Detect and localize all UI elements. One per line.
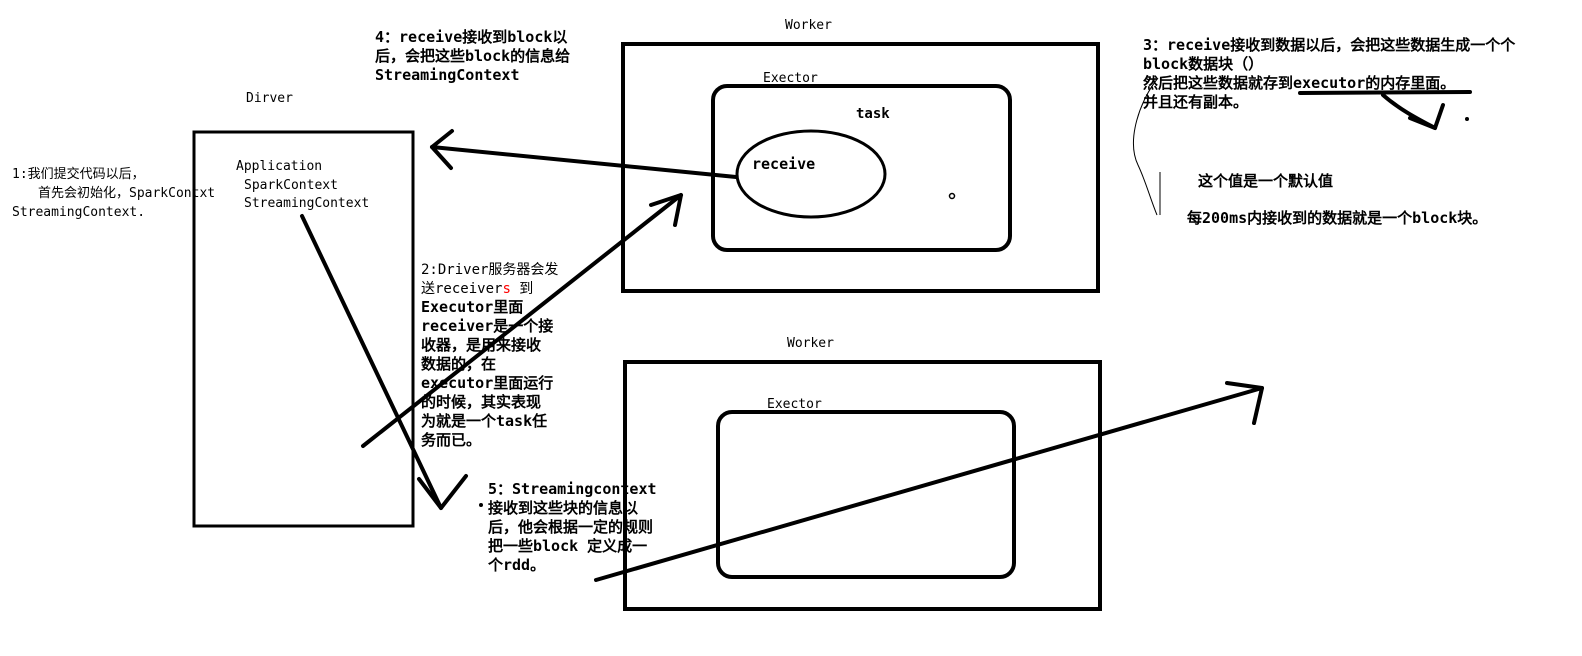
- arrow-to-right: [594, 381, 1264, 582]
- note-5-bullet: [479, 503, 483, 507]
- note-2-line: 为就是一个task任: [421, 412, 547, 430]
- note-5-line: 接收到这些块的信息以: [488, 499, 638, 517]
- note-default-line: 每200ms内接收到的数据就是一个block块。: [1187, 209, 1487, 227]
- note-3-line: block数据块（）: [1143, 55, 1263, 73]
- note-2-line: Executor里面: [421, 298, 523, 316]
- note-default-line: 这个值是一个默认值: [1198, 172, 1333, 190]
- note-2-line2-pre: 送receiver: [421, 281, 502, 297]
- arrowhead: [430, 129, 454, 170]
- note-5-line: 5：Streamingcontext: [488, 480, 657, 498]
- worker-bottom-box: [623, 360, 1102, 611]
- note-2-line: 2:Driver服务器会发: [421, 262, 558, 278]
- note-1-line: 1:我们提交代码以后，: [12, 166, 145, 182]
- note-2-line2-red: s: [502, 281, 510, 297]
- arrowhead: [1225, 381, 1264, 425]
- note-2-line: executor里面运行: [421, 374, 553, 392]
- note-4-line: 后，会把这些block的信息给: [375, 47, 570, 65]
- arrowhead: [649, 193, 683, 227]
- executor-bottom-box: [716, 410, 1016, 579]
- arrow-streamingcontext-down: [300, 214, 468, 510]
- note-4: 4：receive接收到block以 后，会把这些block的信息给 Strea…: [375, 28, 570, 84]
- note-4-line: 4：receive接收到block以: [375, 28, 567, 46]
- bracket-curve: [1133, 77, 1159, 216]
- driver-streamingcontext-text: StreamingContext: [244, 196, 369, 211]
- note-1: 1:我们提交代码以后， 首先会初始化，SparkContxt Streaming…: [12, 166, 215, 220]
- stray-dot: [1465, 117, 1469, 121]
- arrow-shaft: [430, 145, 738, 179]
- note-2-line: receiver是一个接: [421, 317, 553, 335]
- arrow-shaft: [300, 214, 443, 510]
- worker-bottom-label: Worker: [787, 336, 834, 351]
- executor-top-box: [711, 84, 1012, 252]
- small-dot: [948, 192, 956, 200]
- note-4-line: StreamingContext: [375, 66, 520, 84]
- arrow-shaft: [594, 386, 1264, 582]
- driver-application-text: Application: [236, 159, 322, 174]
- note-5-line: 后，他会根据一定的规则: [488, 518, 653, 536]
- note-5: 5：Streamingcontext 接收到这些块的信息以 后，他会根据一定的规…: [487, 480, 657, 574]
- note-2-line: 的时候，其实表现: [421, 393, 541, 411]
- note-3-line: 3：receive接收到数据以后，会把这些数据生成一个个: [1143, 36, 1516, 54]
- note-2-line: 送receivers 到: [421, 281, 533, 297]
- task-label: task: [856, 106, 890, 122]
- receiver-label: receive: [752, 155, 815, 173]
- worker-top-label: Worker: [785, 18, 832, 33]
- arrowhead: [417, 474, 468, 510]
- driver-sparkcontext-text: SparkContext: [244, 178, 338, 193]
- receiver-ellipse: [735, 129, 887, 219]
- note-3-line: 然后把这些数据就存到executor的内存里面。: [1143, 74, 1455, 92]
- note-1-line: StreamingContext.: [12, 205, 145, 220]
- note-2-line: 收器，是用来接收: [421, 336, 541, 354]
- arrow-receiver-to-driver: [430, 129, 738, 179]
- note-5-line: 把一些block 定义成一: [488, 537, 647, 555]
- note-1-line: 首先会初始化，SparkContxt: [38, 186, 215, 201]
- underline-curve-arrowhead: [1408, 103, 1445, 130]
- arrow-shaft: [361, 193, 683, 448]
- note-default: 这个值是一个默认值 每200ms内接收到的数据就是一个block块。: [1187, 172, 1487, 227]
- driver-label: Dirver: [246, 91, 293, 106]
- note-2: 2:Driver服务器会发 送receivers 到 Executor里面 re…: [421, 262, 558, 449]
- executor-top-label: Exector: [763, 71, 818, 86]
- note-5-line: 个rdd。: [487, 556, 545, 574]
- note-2-line: 务而已。: [421, 431, 481, 449]
- executor-bottom-label: Exector: [767, 397, 822, 412]
- note-3-line: 并且还有副本。: [1143, 93, 1248, 111]
- note-2-line: 数据的，在: [421, 355, 496, 373]
- executor-underline: [1298, 90, 1472, 95]
- note-3: 3：receive接收到数据以后，会把这些数据生成一个个 block数据块（） …: [1143, 36, 1516, 111]
- note-2-line2-post: 到: [511, 281, 533, 297]
- driver-box: [192, 130, 415, 528]
- arrow-driver-to-executor: [361, 193, 683, 448]
